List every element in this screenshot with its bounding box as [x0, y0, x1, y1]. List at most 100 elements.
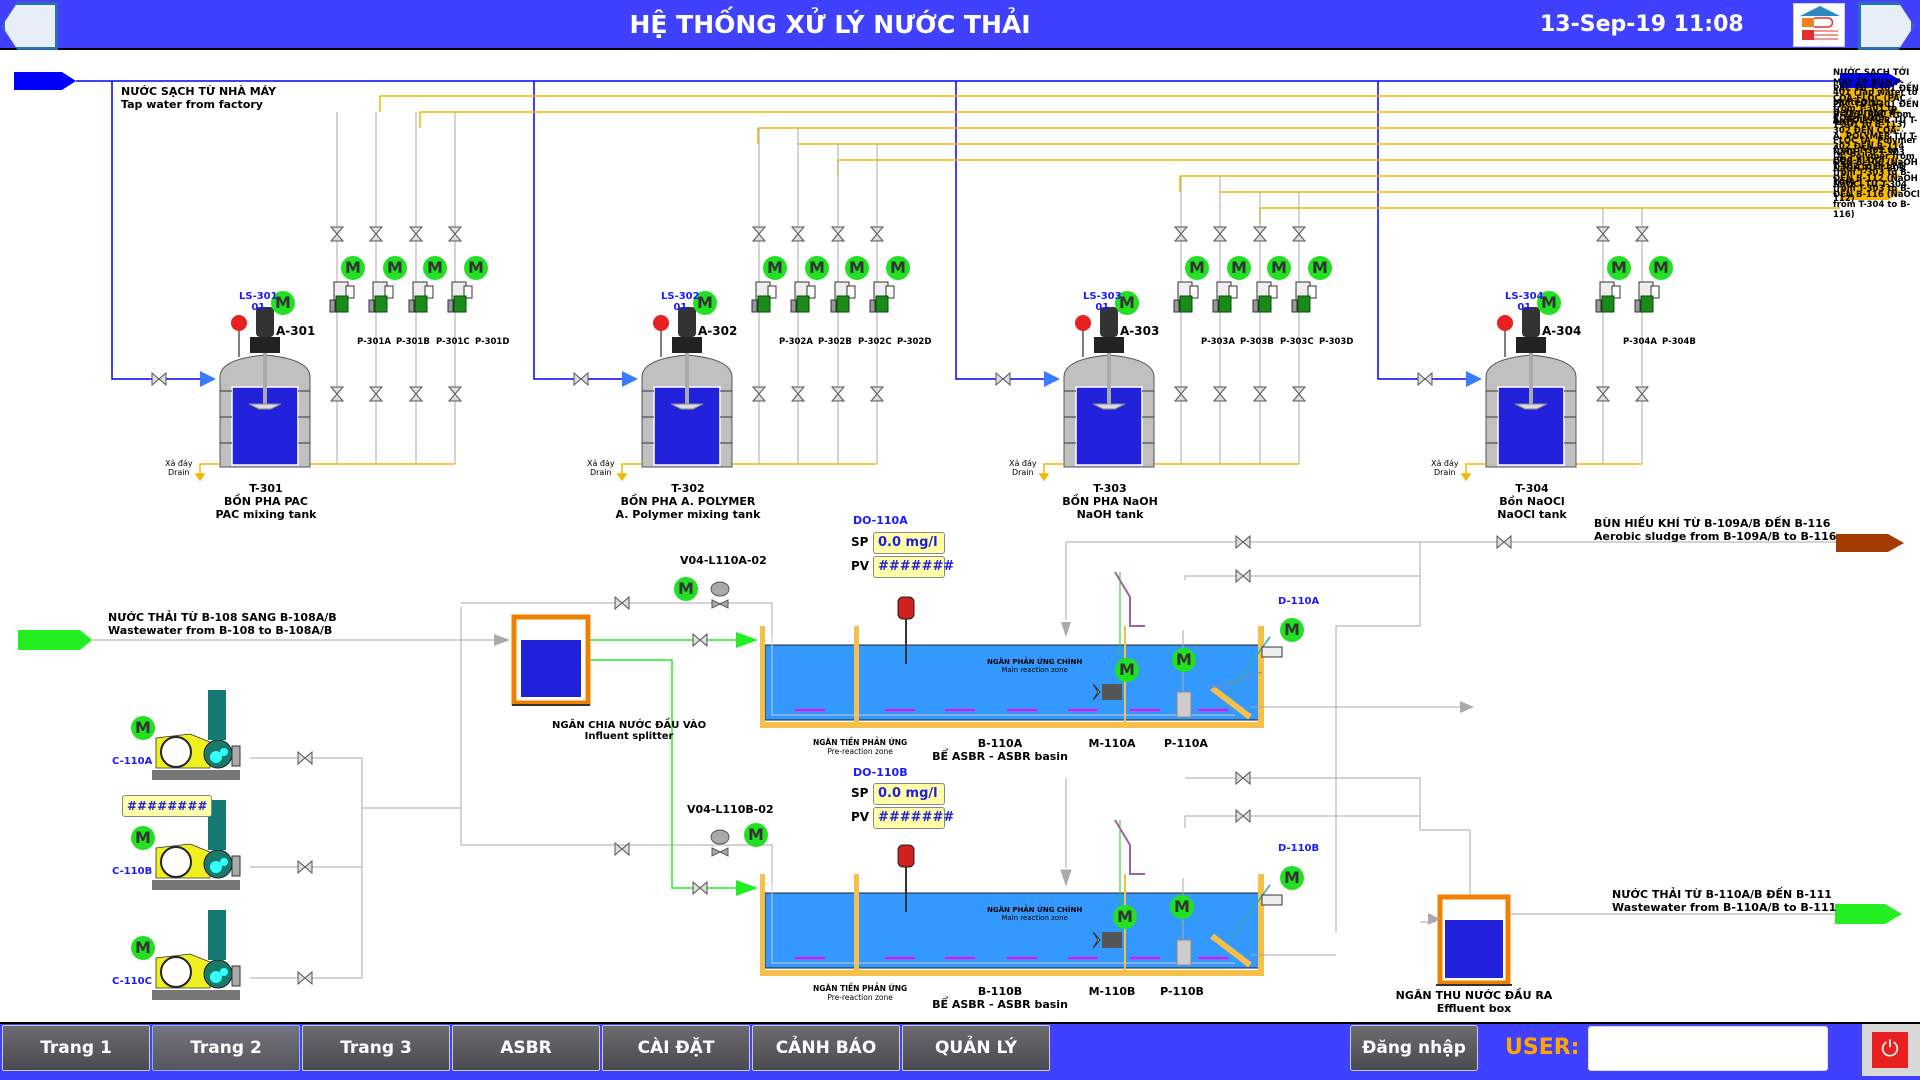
influent-splitter-vessel — [511, 614, 591, 706]
mixer-tag: M-110B — [1088, 985, 1136, 998]
decanter-tag: D-110A — [1278, 596, 1320, 607]
blower-tag: C-110A — [112, 756, 153, 767]
outlet-label: NƯỚC SẠCH TỚI MÁY ÉP BÙN F-401 (Tap wate… — [1833, 68, 1918, 128]
blower-motor-c110b[interactable]: M — [131, 826, 155, 850]
pump-motor[interactable]: M — [341, 256, 365, 280]
agitator-motor-a304[interactable]: M — [1537, 291, 1561, 315]
outlet-label: NaOH TỪ T-303 ĐẾN B-106 (NaOH from T-303… — [1833, 148, 1918, 188]
tab-management[interactable]: QUẢN LÝ — [902, 1025, 1050, 1071]
pump-tag: P-303A — [1201, 337, 1235, 347]
blower-display: ######## — [122, 795, 213, 817]
pump-tag: P-110A — [1164, 737, 1208, 750]
sp-label: SP — [851, 535, 869, 549]
pump-motor[interactable]: M — [423, 256, 447, 280]
influent-arrow — [18, 630, 92, 650]
agitator-tag: A-303 — [1120, 324, 1160, 338]
do-pv-display: ####### — [873, 556, 954, 578]
pump-tag: P-301C — [436, 337, 470, 347]
sludge-label-vi: BÙN HIẾU KHÍ TỪ B-109A/B ĐẾN B-116 — [1594, 517, 1831, 530]
agitator-motor-a302[interactable]: M — [693, 291, 717, 315]
mixer-motor-b[interactable]: M — [1113, 905, 1137, 929]
decanter-motor-a[interactable]: M — [1280, 618, 1304, 642]
pump-motor[interactable]: M — [383, 256, 407, 280]
page-title: HỆ THỐNG XỬ LÝ NƯỚC THẢI — [629, 10, 1031, 39]
user-field[interactable] — [1588, 1026, 1828, 1071]
header-bar — [0, 0, 1920, 50]
agitator-motor-a301[interactable]: M — [271, 291, 295, 315]
pump-motor[interactable]: M — [845, 256, 869, 280]
tap-water-label-en: Tap water from factory — [121, 98, 263, 111]
mixer-motor-a[interactable]: M — [1115, 658, 1139, 682]
do-setpoint-input[interactable]: 0.0 mg/l — [873, 532, 945, 554]
pump-motor[interactable]: M — [763, 256, 787, 280]
agitator-tag: A-302 — [698, 324, 738, 338]
pump-tag: P-110B — [1160, 985, 1204, 998]
pump-motor[interactable]: M — [886, 256, 910, 280]
pump-tag: P-303D — [1319, 337, 1354, 347]
tap-water-inlet-arrow — [14, 72, 76, 90]
tab-alarms[interactable]: CẢNH BÁO — [752, 1025, 900, 1071]
level-switch-ls303[interactable] — [1075, 315, 1091, 331]
tab-trang-3[interactable]: Trang 3 — [302, 1025, 450, 1071]
sludge-label-en: Aerobic sludge from B-109A/B to B-116 — [1594, 530, 1837, 543]
pump-motor[interactable]: M — [1607, 256, 1631, 280]
pump-tag: P-302A — [779, 337, 813, 347]
level-switch-ls304[interactable] — [1497, 315, 1513, 331]
do-tag: DO-110B — [853, 766, 908, 779]
login-button[interactable]: Đăng nhập — [1350, 1025, 1478, 1071]
level-switch-ls302[interactable] — [653, 315, 669, 331]
level-switch-ls301[interactable] — [231, 315, 247, 331]
valve-motor-b[interactable]: M — [744, 823, 768, 847]
decanter-motor-b[interactable]: M — [1280, 866, 1304, 890]
power-icon[interactable]: ⏻ — [1872, 1032, 1908, 1068]
pump-tag: P-301D — [475, 337, 510, 347]
decanter-tag: D-110B — [1278, 843, 1320, 854]
outlet-label: PAC TỪ T-301 ĐẾN COA-FLOC (PAC from T-30… — [1833, 84, 1919, 124]
tab-trang-2[interactable]: Trang 2 — [152, 1025, 300, 1071]
blower-motor-c110a[interactable]: M — [131, 716, 155, 740]
agitator-motor-a303[interactable]: M — [1115, 291, 1139, 315]
pump-motor-b[interactable]: M — [1170, 895, 1194, 919]
blower-motor-c110c[interactable]: M — [131, 936, 155, 960]
pump-motor[interactable]: M — [1649, 256, 1673, 280]
valve-tag: V04-L110B-02 — [687, 803, 774, 816]
pump-motor[interactable]: M — [1185, 256, 1209, 280]
pump-motor[interactable]: M — [464, 256, 488, 280]
pump-tag: P-301A — [357, 337, 391, 347]
tab-asbr[interactable]: ASBR — [452, 1025, 600, 1071]
outlet-label: A. POLYMER TỪ T-302 ĐẾN COA-FLOC (A. Pol… — [1833, 116, 1918, 166]
pump-motor[interactable]: M — [1227, 256, 1251, 280]
effluent-box-vessel — [1436, 894, 1512, 986]
outlet-label: NaOCl TỪ T-304 ĐẾN B-116 (NaOCl from T-3… — [1833, 180, 1920, 220]
basin-a — [760, 571, 1420, 728]
blower-tag: C-110B — [112, 866, 153, 877]
blowers — [151, 689, 241, 1001]
dosing-pumps — [329, 281, 1660, 313]
pump-motor[interactable]: M — [805, 256, 829, 280]
datetime-display: 13-Sep-19 11:08 — [1540, 12, 1744, 37]
basin-b — [760, 819, 1336, 976]
pump-motor[interactable]: M — [1267, 256, 1291, 280]
do-setpoint-input[interactable]: 0.0 mg/l — [873, 783, 945, 805]
tab-settings[interactable]: CÀI ĐẶT — [602, 1025, 750, 1071]
tab-trang-1[interactable]: Trang 1 — [2, 1025, 150, 1071]
effluent-arrow — [1835, 904, 1902, 924]
pump-motor-a[interactable]: M — [1172, 648, 1196, 672]
pump-motor[interactable]: M — [1308, 256, 1332, 280]
valve-motor-a[interactable]: M — [674, 577, 698, 601]
